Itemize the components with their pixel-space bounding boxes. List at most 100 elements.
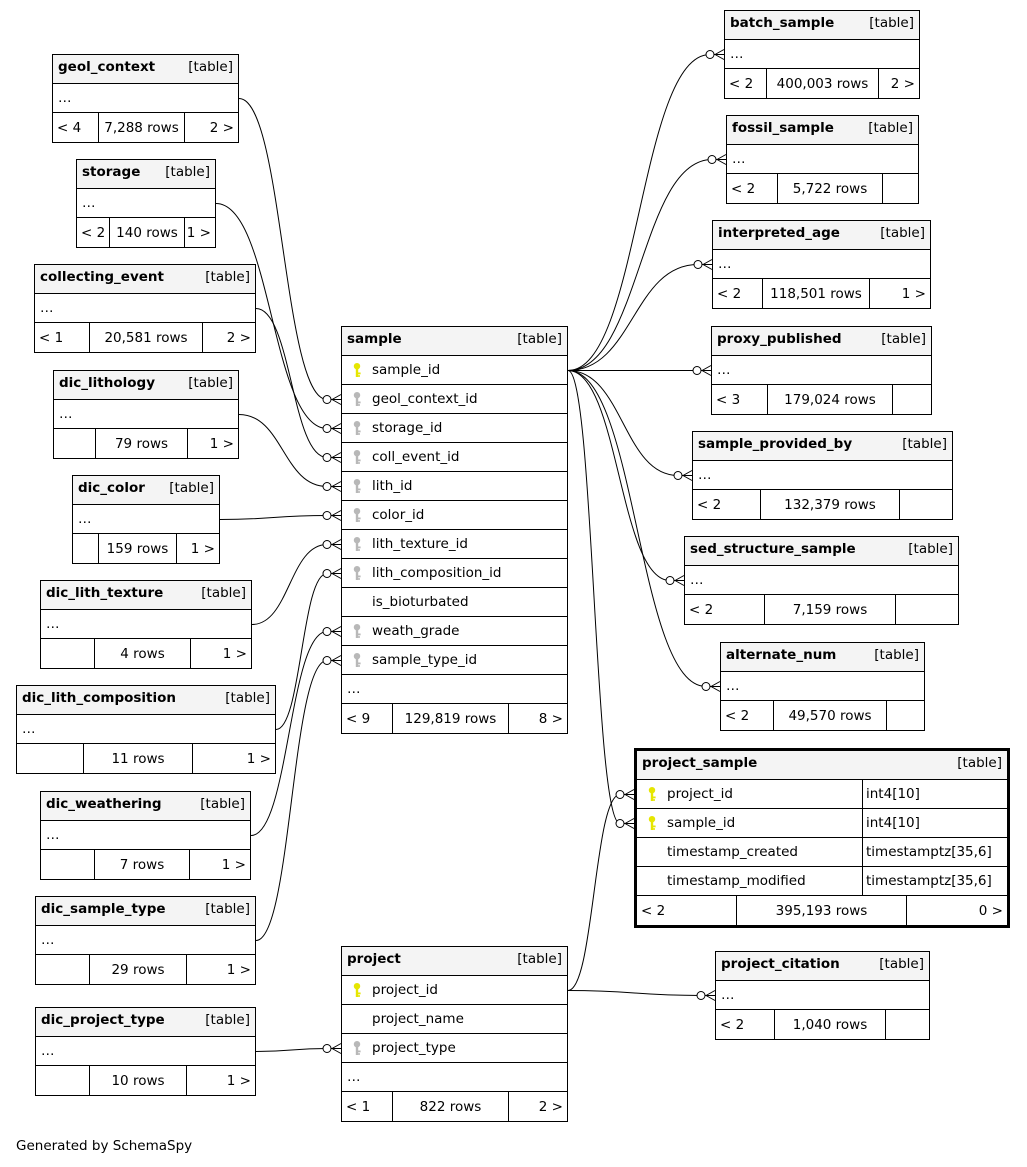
table-header[interactable]: storage[table] [77, 160, 215, 189]
children-count[interactable]: 0 > [978, 902, 1003, 919]
more-columns[interactable]: … [41, 821, 250, 850]
more-columns[interactable]: … [693, 461, 952, 490]
table-header[interactable]: dic_sample_type[table] [36, 897, 255, 926]
column-row[interactable]: project_id [342, 976, 567, 1005]
children-count[interactable]: 1 > [901, 285, 926, 302]
table-header[interactable]: project_sample[table] [637, 751, 1007, 780]
children-count[interactable]: 1 > [221, 856, 246, 873]
children-count[interactable]: 1 > [209, 435, 234, 452]
parents-count[interactable]: < 2 [693, 490, 761, 519]
table-header[interactable]: collecting_event[table] [35, 265, 255, 294]
parents-count[interactable] [36, 955, 90, 984]
children-count[interactable] [887, 701, 924, 730]
column-row[interactable]: project_name [342, 1005, 567, 1034]
column-row[interactable]: geol_context_id [342, 385, 567, 414]
more-columns[interactable]: … [725, 40, 919, 69]
children-count[interactable]: 1 > [226, 1072, 251, 1089]
more-columns[interactable]: … [54, 400, 238, 429]
table-header[interactable]: interpreted_age[table] [713, 221, 930, 250]
children-count[interactable]: 2 > [209, 119, 234, 136]
parents-count[interactable]: < 2 [637, 896, 737, 925]
children-count[interactable] [883, 174, 918, 203]
more-columns[interactable]: … [77, 189, 215, 218]
more-columns[interactable]: … [342, 1063, 567, 1092]
parents-count[interactable]: < 2 [77, 218, 110, 247]
parents-count[interactable] [36, 1066, 90, 1095]
more-columns[interactable]: … [36, 1037, 255, 1066]
more-columns[interactable]: … [17, 715, 275, 744]
parents-count[interactable]: < 9 [342, 704, 393, 733]
column-row[interactable]: lith_id [342, 472, 567, 501]
parents-count[interactable]: < 1 [342, 1092, 393, 1121]
more-columns[interactable]: … [712, 356, 931, 385]
more-columns[interactable]: … [713, 250, 930, 279]
children-count[interactable]: 2 > [538, 1098, 563, 1115]
table-header[interactable]: dic_weathering[table] [41, 792, 250, 821]
column-row[interactable]: sample_id [342, 356, 567, 385]
column-row[interactable]: weath_grade [342, 617, 567, 646]
parents-count[interactable]: < 2 [716, 1010, 775, 1039]
children-count[interactable]: 2 > [226, 329, 251, 346]
table-header[interactable]: proxy_published[table] [712, 327, 931, 356]
children-count[interactable]: 2 > [890, 75, 915, 92]
table-header[interactable]: dic_lith_texture[table] [41, 581, 251, 610]
more-columns[interactable]: … [342, 675, 567, 704]
table-header[interactable]: fossil_sample[table] [727, 116, 918, 145]
more-columns[interactable]: … [685, 566, 958, 595]
column-row[interactable]: project_type [342, 1034, 567, 1063]
children-count[interactable] [893, 385, 931, 414]
more-columns[interactable]: … [36, 926, 255, 955]
children-count[interactable]: 1 > [246, 750, 271, 767]
table-header[interactable]: alternate_num[table] [721, 643, 924, 672]
parents-count[interactable]: < 3 [712, 385, 768, 414]
children-count[interactable] [896, 595, 958, 624]
children-count[interactable]: 1 > [222, 645, 247, 662]
table-header[interactable]: dic_color[table] [73, 476, 219, 505]
parents-count[interactable] [17, 744, 84, 773]
column-row[interactable]: color_id [342, 501, 567, 530]
parents-count[interactable]: < 4 [53, 113, 99, 142]
parents-count[interactable]: < 2 [725, 69, 767, 98]
table-header[interactable]: project_citation[table] [716, 952, 929, 981]
parents-count[interactable] [54, 429, 96, 458]
more-columns[interactable]: … [727, 145, 918, 174]
table-header[interactable]: dic_lithology[table] [54, 371, 238, 400]
column-row[interactable]: storage_id [342, 414, 567, 443]
children-count[interactable]: 1 > [190, 540, 215, 557]
column-row[interactable]: is_bioturbated [342, 588, 567, 617]
table-header[interactable]: dic_project_type[table] [36, 1008, 255, 1037]
more-columns[interactable]: … [716, 981, 929, 1010]
parents-count[interactable] [41, 639, 95, 668]
more-columns[interactable]: … [41, 610, 251, 639]
table-header[interactable]: dic_lith_composition[table] [17, 686, 275, 715]
table-header[interactable]: sed_structure_sample[table] [685, 537, 958, 566]
parents-count[interactable]: < 1 [35, 323, 90, 352]
children-count[interactable]: 1 > [226, 961, 251, 978]
parents-count[interactable] [73, 534, 99, 563]
more-columns[interactable]: … [53, 84, 238, 113]
parents-count[interactable] [41, 850, 95, 879]
parents-count[interactable]: < 2 [713, 279, 763, 308]
parents-count[interactable]: < 2 [685, 595, 765, 624]
table-header[interactable]: geol_context[table] [53, 55, 238, 84]
column-row[interactable]: sample_type_id [342, 646, 567, 675]
